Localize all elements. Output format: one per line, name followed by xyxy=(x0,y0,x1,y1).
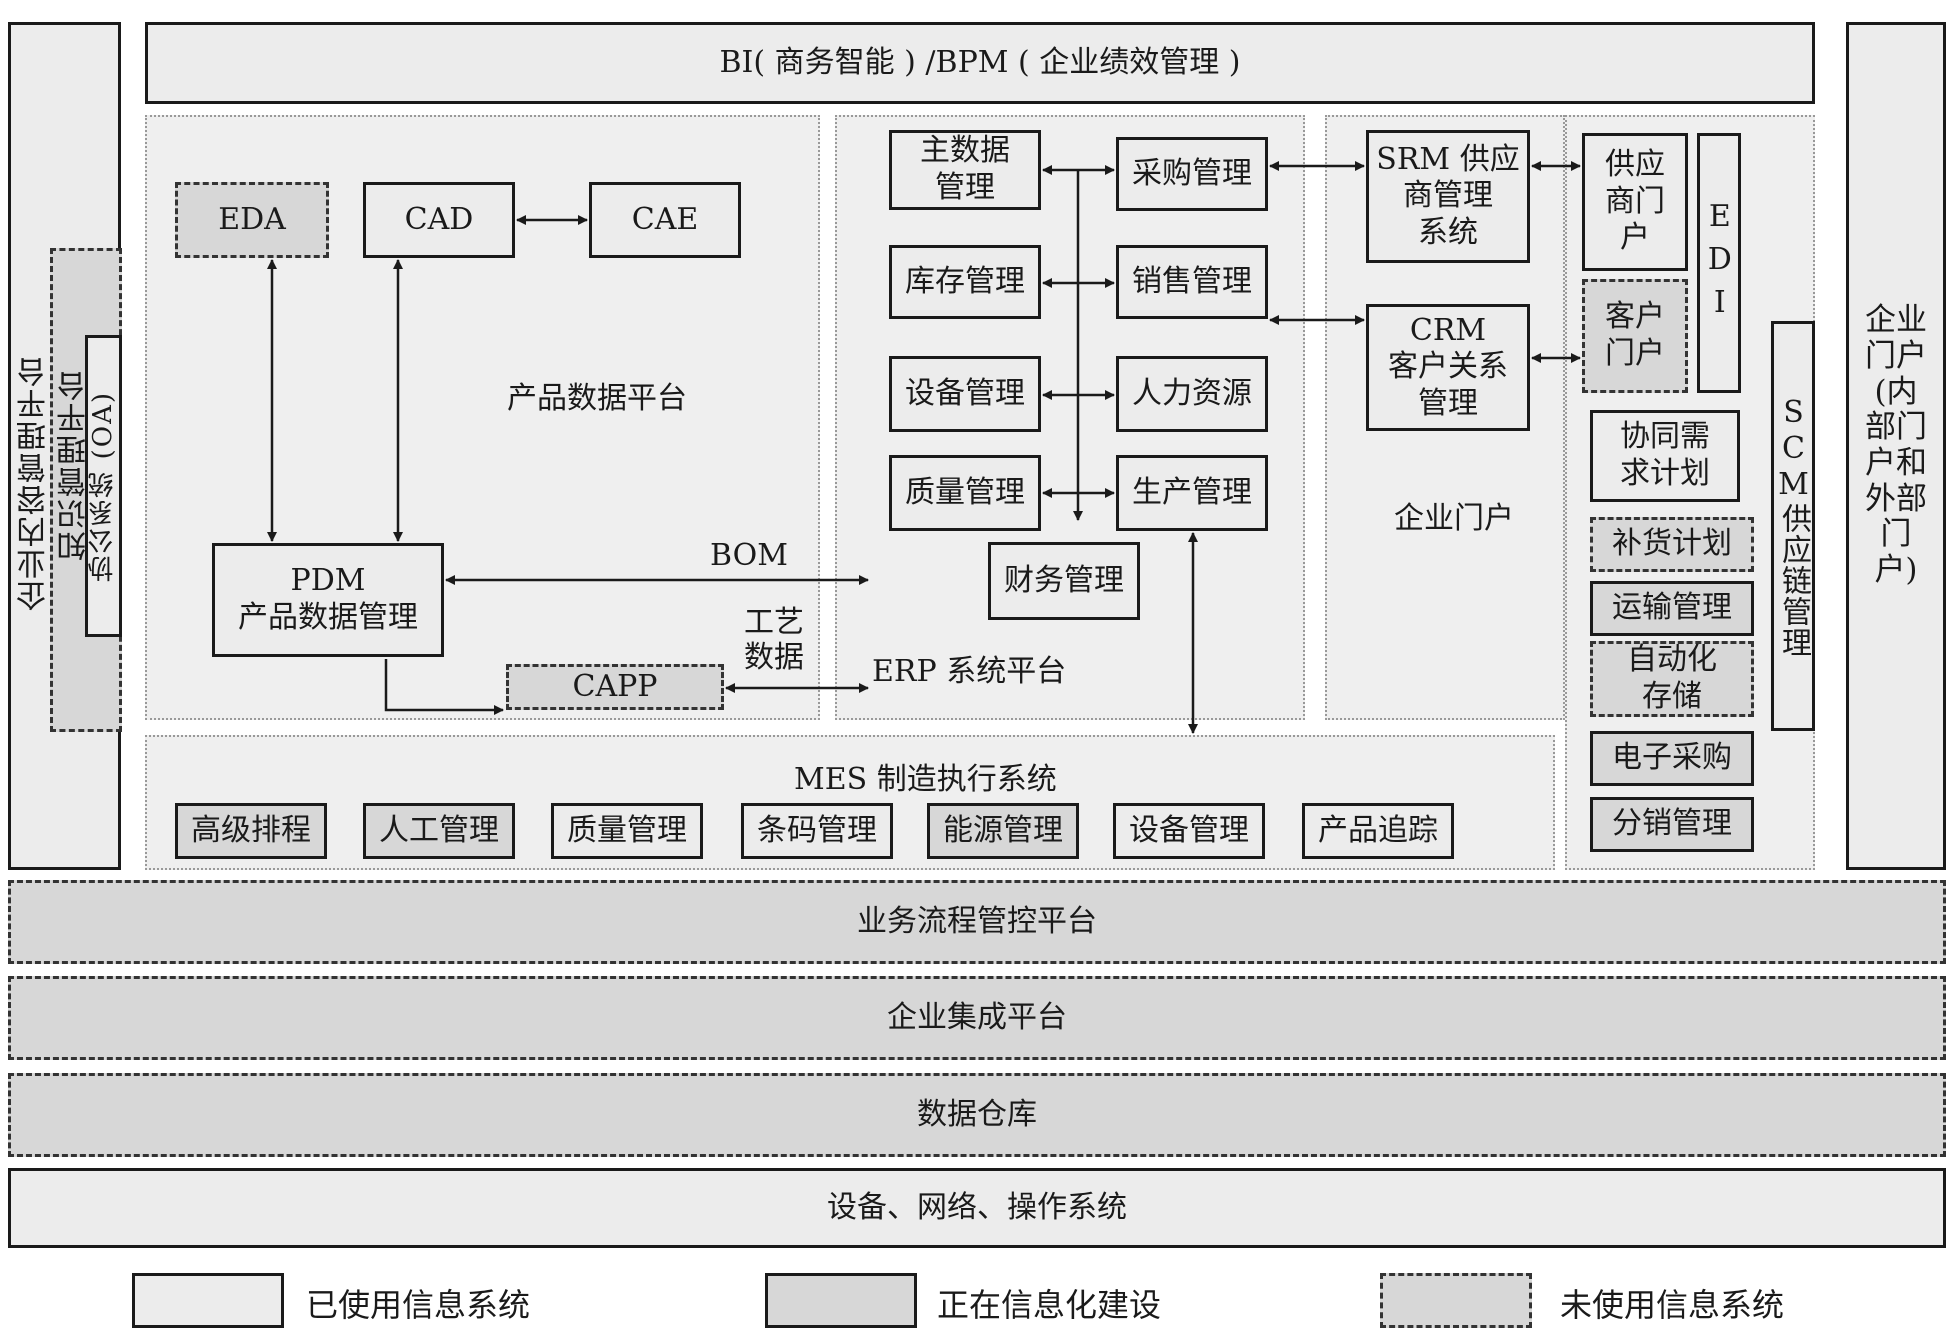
erp-platform-label: ERP 系统平台 xyxy=(872,654,1067,689)
sales-box: 销售管理 xyxy=(1116,245,1268,319)
legend-used-swatch xyxy=(132,1273,284,1328)
oa-label: 协公系统 (OA) xyxy=(87,390,118,582)
mes-item-labor: 人工管理 xyxy=(363,803,515,859)
pdm-label: PDM xyxy=(290,563,366,599)
legend-building-label: 正在信息化建设 xyxy=(937,1286,1162,1324)
master-data-box: 主数据 管理 xyxy=(889,130,1041,210)
pdm-box: PDM 产品数据管理 xyxy=(212,543,444,657)
mes-label: MES 制造执行系统 xyxy=(794,762,1057,797)
customer-portal-box: 客户 门户 xyxy=(1582,279,1688,393)
eda-box: EDA xyxy=(175,182,329,258)
crm-box: CRM 客户关系 管理 xyxy=(1366,304,1530,431)
demand-plan-box: 协同需 求计划 xyxy=(1590,410,1740,502)
legend-unused-swatch xyxy=(1380,1273,1532,1328)
hr-box: 人力资源 xyxy=(1116,356,1268,432)
mes-item-barcode: 条码管理 xyxy=(741,803,893,859)
scm-box: SCM供应链管理 xyxy=(1771,321,1815,731)
content-management-label: 企业内容管理平台 xyxy=(17,355,52,611)
mes-item-tracking: 产品追踪 xyxy=(1302,803,1454,859)
edi-label: EDI xyxy=(1702,198,1738,328)
product-data-platform-label: 产品数据平台 xyxy=(507,381,687,416)
purchase-box: 采购管理 xyxy=(1116,137,1268,211)
infrastructure-layer: 设备、网络、操作系统 xyxy=(8,1168,1946,1248)
mes-item-quality: 质量管理 xyxy=(551,803,703,859)
capp-box: CAPP xyxy=(506,664,724,710)
bi-bpm-bar: BI( 商务智能 ) /BPM ( 企业绩效管理 ) xyxy=(145,22,1815,104)
bom-label: BOM xyxy=(710,538,788,573)
process-data-label: 工艺 数据 xyxy=(744,605,804,675)
mes-item-scheduling: 高级排程 xyxy=(175,803,327,859)
auto-storage-box: 自动化 存储 xyxy=(1590,641,1754,717)
srm-box: SRM 供应 商管理 系统 xyxy=(1366,130,1530,263)
distribution-box: 分销管理 xyxy=(1590,797,1754,852)
mes-item-equipment: 设备管理 xyxy=(1113,803,1265,859)
e-purchase-box: 电子采购 xyxy=(1590,731,1754,786)
production-box: 生产管理 xyxy=(1116,455,1268,531)
enterprise-portal-label: 企业门户 xyxy=(1394,501,1514,536)
transport-box: 运输管理 xyxy=(1590,581,1754,636)
mes-item-energy: 能源管理 xyxy=(927,803,1079,859)
supplier-portal-box: 供应 商门 户 xyxy=(1582,133,1688,271)
legend-unused-label: 未使用信息系统 xyxy=(1560,1286,1785,1324)
process-control-platform: 业务流程管控平台 xyxy=(8,880,1946,964)
office-system-oa: 协公系统 (OA) xyxy=(85,335,122,637)
integration-platform: 企业集成平台 xyxy=(8,976,1946,1060)
pdm-subtitle: 产品数据管理 xyxy=(238,600,418,635)
process-data-line1: 工艺 xyxy=(744,605,804,640)
data-warehouse: 数据仓库 xyxy=(8,1073,1946,1157)
quality-box: 质量管理 xyxy=(889,455,1041,531)
enterprise-portal-column-label: 企业门户(内部门户和外部门户) xyxy=(1865,302,1927,588)
cae-box: CAE xyxy=(589,182,741,258)
cad-box: CAD xyxy=(363,182,515,258)
scm-label: SCM供应链管理 xyxy=(1776,394,1811,658)
legend-used-label: 已使用信息系统 xyxy=(306,1286,531,1324)
enterprise-portal-column: 企业门户(内部门户和外部门户) xyxy=(1846,22,1946,870)
equipment-box: 设备管理 xyxy=(889,356,1041,432)
inventory-box: 库存管理 xyxy=(889,245,1041,319)
finance-box: 财务管理 xyxy=(988,542,1140,620)
process-data-line2: 数据 xyxy=(744,639,804,675)
replenish-box: 补货计划 xyxy=(1590,517,1754,572)
legend-building-swatch xyxy=(765,1273,917,1328)
edi-box: EDI xyxy=(1697,133,1741,393)
